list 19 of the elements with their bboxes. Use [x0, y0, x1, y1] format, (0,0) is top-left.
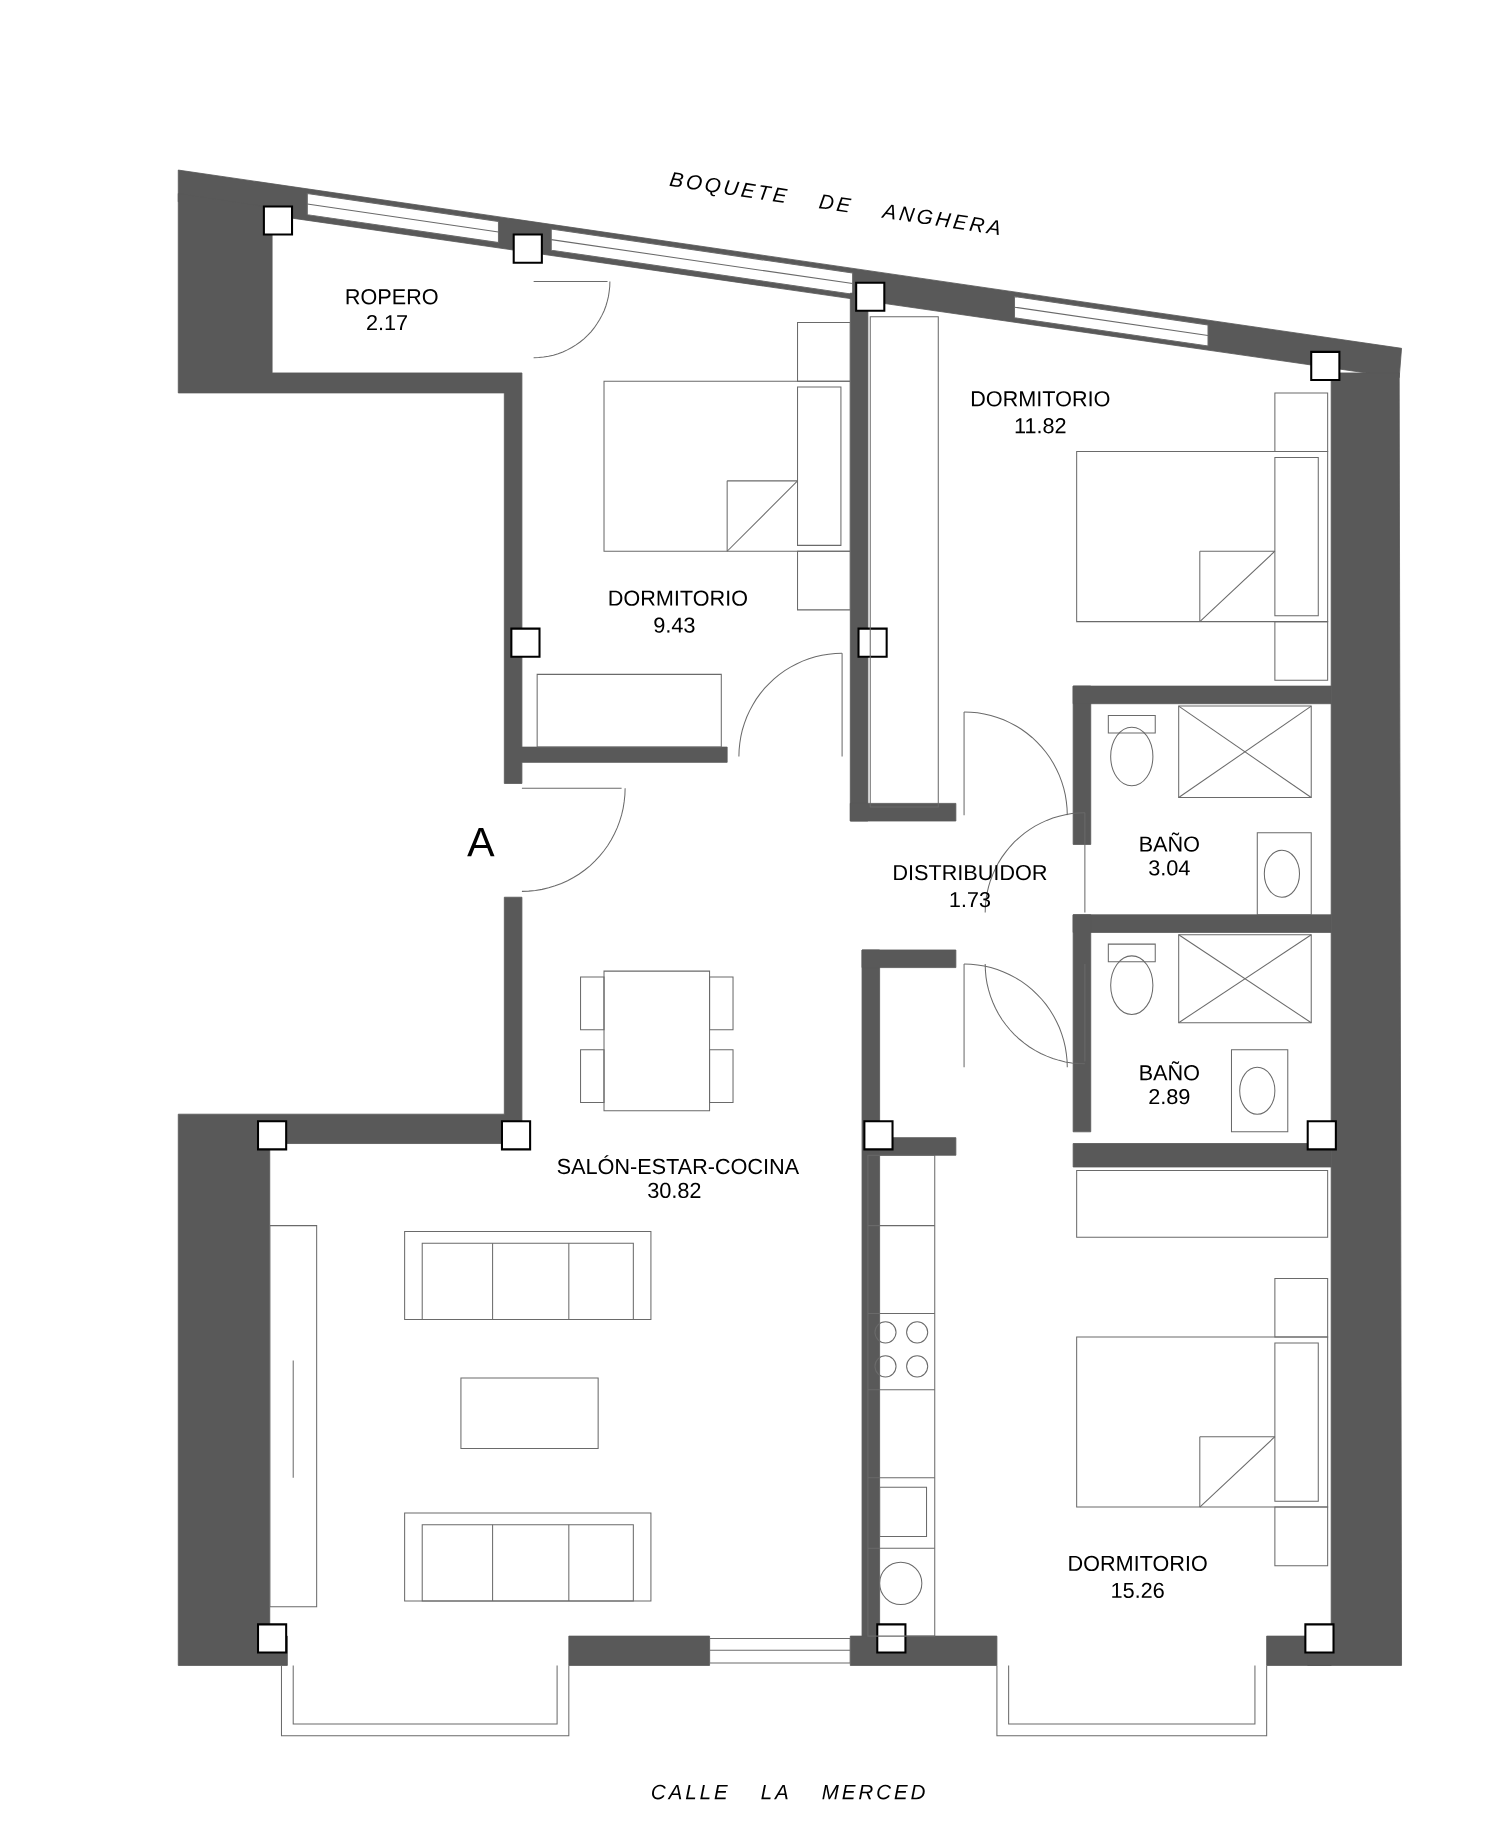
room-name: DISTRIBUIDOR [894, 864, 1047, 881]
room-area: 1.73 [950, 891, 991, 908]
room-area: 15.26 [1112, 1582, 1164, 1599]
room-name: ROPERO [346, 289, 438, 305]
room-name: BAÑO [1140, 1061, 1199, 1081]
unit-letter: A [467, 827, 495, 857]
room-name: DORMITORIO [609, 590, 747, 606]
room-area: 30.82 [648, 1182, 701, 1199]
street-name: BOQUETE DE ANGHERA [669, 172, 999, 235]
room-area: 11.82 [1015, 418, 1066, 434]
room-area: 2.89 [1149, 1088, 1190, 1105]
room-area: 3.04 [1149, 860, 1190, 876]
room-name: SALÓN-ESTAR-COCINA [557, 1155, 800, 1175]
room-area: 9.43 [654, 617, 695, 633]
room-name: DORMITORIO [971, 391, 1110, 407]
room-name: BAÑO [1140, 832, 1199, 852]
street-name: CALLE LA MERCED [651, 1784, 925, 1800]
room-name: DORMITORIO [1069, 1555, 1207, 1572]
room-area: 2.17 [367, 315, 407, 331]
